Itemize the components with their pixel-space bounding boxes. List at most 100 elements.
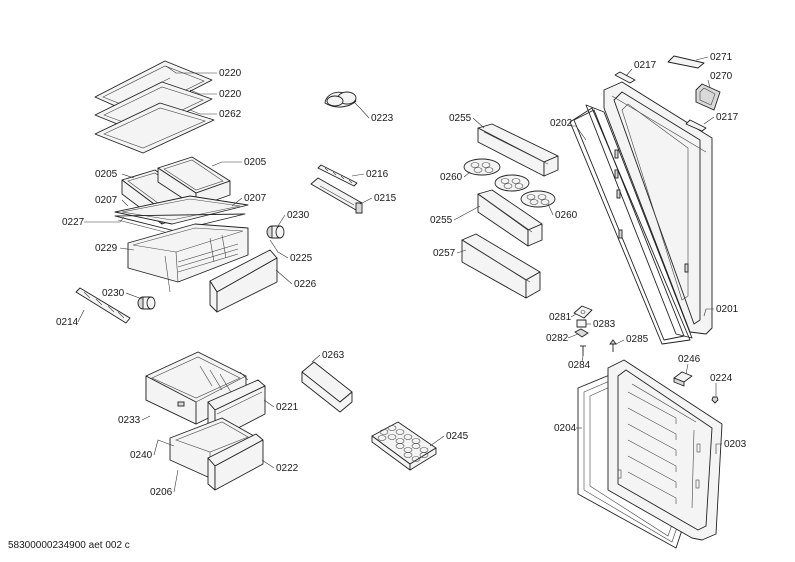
leader-0207 <box>121 199 129 207</box>
part-label-0224[interactable]: 0224 <box>710 373 733 384</box>
part-label-0281[interactable]: 0281 <box>549 312 572 323</box>
part-label-0260[interactable]: 0260 <box>440 172 463 183</box>
part-label-0233[interactable]: 0233 <box>118 415 141 426</box>
vegetable-drawer-0229[interactable] <box>127 223 249 293</box>
part-label-0257[interactable]: 0257 <box>433 248 456 259</box>
part-label-0217[interactable]: 0217 <box>716 112 739 123</box>
part-label-0246[interactable]: 0246 <box>678 354 701 365</box>
part-label-0207[interactable]: 0207 <box>244 193 267 204</box>
part-label-0205[interactable]: 0205 <box>244 157 267 168</box>
drawing-number: 58300000234900 aet 002 c <box>8 540 130 551</box>
part-label-0285[interactable]: 0285 <box>626 334 649 345</box>
fridge-door-0201[interactable] <box>603 81 713 335</box>
part-label-0223[interactable]: 0223 <box>371 113 394 124</box>
drawer-front-0222[interactable] <box>207 433 264 491</box>
leader-0227 <box>84 216 125 223</box>
part-label-0284[interactable]: 0284 <box>568 360 591 371</box>
leader-0255 <box>453 205 481 221</box>
leader-0229 <box>119 247 135 251</box>
egg-tray-0223[interactable] <box>324 91 357 108</box>
part-label-0217[interactable]: 0217 <box>634 60 657 71</box>
leader-0281 <box>570 313 577 318</box>
part-label-0204[interactable]: 0204 <box>554 423 577 434</box>
part-label-0263[interactable]: 0263 <box>322 350 345 361</box>
part-label-0255[interactable]: 0255 <box>430 215 453 226</box>
part-label-0245[interactable]: 0245 <box>446 431 469 442</box>
part-label-0230[interactable]: 0230 <box>287 210 310 221</box>
cover-0217b[interactable] <box>685 119 707 132</box>
leader-0217 <box>703 116 715 125</box>
hinge-part-0281[interactable] <box>573 305 593 319</box>
part-label-0203[interactable]: 0203 <box>724 439 747 450</box>
freezer-door-0203[interactable] <box>607 359 723 541</box>
bottle-rack-0216[interactable] <box>317 164 358 187</box>
hinge-0246[interactable] <box>673 371 693 387</box>
screw-0224[interactable] <box>711 396 719 404</box>
cover-plate-0207[interactable] <box>114 195 249 225</box>
door-shelf-0255a[interactable] <box>477 123 559 177</box>
leader-0257 <box>456 249 467 254</box>
roller-0230a[interactable] <box>266 225 285 239</box>
rail-0214[interactable] <box>75 287 131 324</box>
door-shelf-0255b[interactable] <box>477 189 543 247</box>
leader-0230 <box>125 292 143 300</box>
part-label-0215[interactable]: 0215 <box>374 193 397 204</box>
leader-0223 <box>353 101 370 119</box>
part-label-0220[interactable]: 0220 <box>219 68 242 79</box>
leader-0214 <box>77 309 85 323</box>
drawer-front-0226[interactable] <box>209 249 278 313</box>
part-label-0226[interactable]: 0226 <box>294 279 317 290</box>
glass-plate-0263[interactable] <box>301 361 353 413</box>
leader-0263 <box>311 354 321 363</box>
part-label-0270[interactable]: 0270 <box>710 71 733 82</box>
part-label-0221[interactable]: 0221 <box>276 402 299 413</box>
door-shelf-0257[interactable] <box>461 233 541 299</box>
part-label-0222[interactable]: 0222 <box>276 463 299 474</box>
roller-0230b[interactable] <box>137 296 156 310</box>
leader-0271 <box>695 56 709 61</box>
egg-insert-0260c[interactable] <box>520 190 556 208</box>
leader-0207 <box>231 197 243 207</box>
part-label-0201[interactable]: 0201 <box>716 304 739 315</box>
egg-insert-0260b[interactable] <box>494 174 530 192</box>
part-label-0230[interactable]: 0230 <box>102 288 125 299</box>
leader-0282 <box>567 333 579 339</box>
part-label-0255[interactable]: 0255 <box>449 113 472 124</box>
part-label-0202[interactable]: 0202 <box>550 118 573 129</box>
part-label-0207[interactable]: 0207 <box>95 195 118 206</box>
part-label-0227[interactable]: 0227 <box>62 217 85 228</box>
leader-0206 <box>173 469 179 493</box>
ice-tray-0245[interactable] <box>371 421 437 471</box>
part-label-0214[interactable]: 0214 <box>56 317 79 328</box>
cover-0217a[interactable] <box>614 71 636 84</box>
part-label-0229[interactable]: 0229 <box>95 243 118 254</box>
leader-0221 <box>263 399 275 408</box>
leader-0217 <box>625 68 633 77</box>
leader-0245 <box>429 435 445 447</box>
screw-0285[interactable] <box>609 339 617 352</box>
part-label-0240[interactable]: 0240 <box>130 450 153 461</box>
part-label-0260[interactable]: 0260 <box>555 210 578 221</box>
part-label-0220[interactable]: 0220 <box>219 89 242 100</box>
glass-shelf-0262[interactable] <box>94 102 215 154</box>
leader-0260 <box>463 171 471 178</box>
hinge-part-0283[interactable] <box>576 319 587 328</box>
part-label-0283[interactable]: 0283 <box>593 319 616 330</box>
part-label-0206[interactable]: 0206 <box>150 487 173 498</box>
part-label-0225[interactable]: 0225 <box>290 253 313 264</box>
part-label-0262[interactable]: 0262 <box>219 109 242 120</box>
leader-0262 <box>189 109 217 115</box>
part-label-0271[interactable]: 0271 <box>710 52 733 63</box>
egg-insert-0260a[interactable] <box>463 158 501 176</box>
hinge-cover-0270[interactable] <box>695 83 721 111</box>
screw-0284[interactable] <box>580 345 586 356</box>
part-label-0205[interactable]: 0205 <box>95 169 118 180</box>
hinge-part-0282[interactable] <box>574 328 589 338</box>
door-gasket-0202[interactable] <box>569 104 693 345</box>
leader-0230 <box>277 214 286 227</box>
handle-cover-0271[interactable] <box>667 55 705 69</box>
leader-lines <box>77 56 722 493</box>
part-label-0216[interactable]: 0216 <box>366 169 389 180</box>
part-label-0282[interactable]: 0282 <box>546 333 569 344</box>
